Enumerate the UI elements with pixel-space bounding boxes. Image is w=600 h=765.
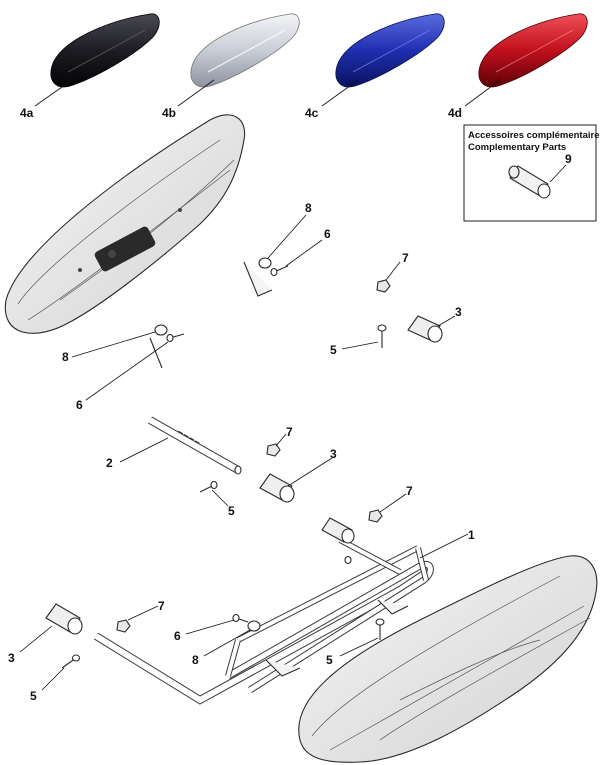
washer-8-low (247, 620, 261, 632)
lower-armrest-pad (298, 555, 598, 763)
callout-8-top: 8 (305, 201, 312, 215)
callout-2: 2 (106, 456, 113, 470)
callout-3-mid: 3 (330, 447, 337, 461)
leader-7-top (385, 261, 401, 281)
callout-5-mid: 5 (228, 504, 235, 518)
leader-2 (119, 437, 169, 463)
pad-screw (108, 250, 116, 258)
screw-5-bottom (61, 654, 81, 669)
brand-logo (94, 226, 156, 272)
bolt-6-top (270, 265, 289, 277)
leader-4d (464, 79, 501, 107)
leader-5-bottom (41, 667, 65, 691)
bolt-6-low (232, 613, 249, 623)
leader-3-low (19, 625, 53, 653)
leader-9 (549, 164, 567, 183)
accessories-title-fr: Accessoires complémentaires (468, 130, 600, 141)
leader-7-right (379, 493, 407, 513)
callout-8-low: 8 (192, 653, 199, 667)
leader-3-mid (287, 457, 333, 487)
callout-7-mid: 7 (286, 425, 293, 439)
bolt-6-left (166, 333, 185, 343)
nut-7-mid (266, 443, 281, 457)
frame-tube-2: ▬ ▬ ▬ ▬ (148, 416, 242, 475)
leader-5-top (341, 341, 379, 350)
callout-5-bottom: 5 (30, 689, 37, 703)
nut-7-low (116, 619, 131, 633)
armrest-pad-4c (335, 13, 445, 88)
plug-3-mid (259, 473, 295, 503)
plug-3-right (321, 517, 355, 544)
leader-6-low (185, 619, 235, 635)
washer-8-left (154, 324, 168, 336)
lower-frame (93, 537, 434, 705)
plug-3-top (407, 315, 443, 343)
callout-4a: 4a (20, 106, 34, 120)
callout-6-top: 6 (324, 227, 331, 241)
leader-1 (419, 533, 469, 559)
leader-6-top (285, 239, 323, 267)
callout-6-left: 6 (76, 398, 83, 412)
leader-7-mid (275, 433, 287, 447)
callout-6-low: 6 (174, 629, 181, 643)
leader-4c (321, 79, 359, 107)
callout-3-low: 3 (8, 651, 15, 665)
leader-5-low (339, 637, 379, 657)
screw-5-top (377, 324, 387, 348)
plug-3-low (45, 603, 83, 635)
leader-6-left (85, 341, 169, 401)
callout-9: 9 (565, 152, 572, 166)
armrest-pad-4a (50, 13, 160, 88)
accessories-title-en: Complementary Parts (468, 142, 566, 153)
leader-8-left (71, 331, 156, 358)
screw-5-low (375, 618, 385, 640)
callout-7-right: 7 (406, 484, 413, 498)
nut-small-right (344, 555, 352, 565)
screw-5-mid (199, 480, 218, 493)
upper-armrest-pad (4, 114, 246, 334)
callout-4d: 4d (448, 106, 462, 120)
leader-5-mid (211, 489, 229, 507)
leader-7-low (127, 605, 159, 621)
callout-7-top: 7 (402, 251, 409, 265)
callout-5-low: 5 (326, 653, 333, 667)
armrest-pad-4b (190, 13, 300, 88)
washer-8-top (258, 257, 272, 269)
callout-5-top: 5 (330, 343, 337, 357)
leader-4a (34, 79, 73, 107)
nut-7-top (376, 279, 391, 293)
callout-4c: 4c (305, 106, 319, 120)
plug-part-9 (508, 165, 551, 199)
callout-1: 1 (468, 528, 475, 542)
armrest-pad-4d (478, 13, 588, 88)
nut-7-right (368, 509, 383, 523)
callout-4b: 4b (162, 106, 176, 120)
leader-4b (177, 79, 215, 107)
leader-8-low (203, 629, 251, 657)
callout-7-low: 7 (158, 599, 165, 613)
leader-3-top (437, 315, 456, 327)
callout-3-top: 3 (455, 305, 462, 319)
callout-8-left: 8 (62, 350, 69, 364)
upper-frame (124, 227, 361, 472)
leader-8-top (267, 214, 307, 259)
accessories-box: Accessoires complémentaires Complementar… (463, 124, 600, 222)
